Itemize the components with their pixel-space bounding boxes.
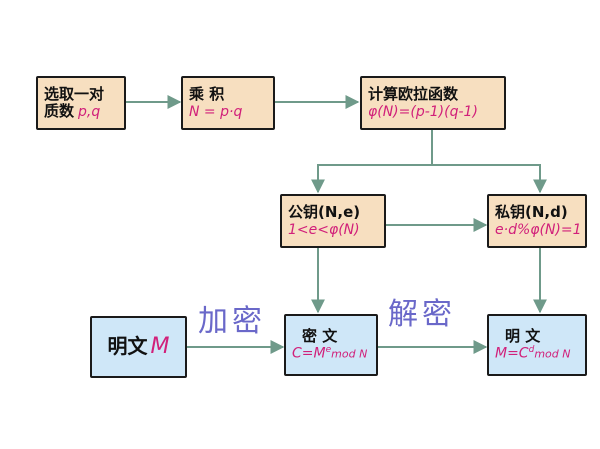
encrypt-label: 加密	[198, 304, 266, 339]
private-key-formula: e·d%φ(N)=1	[495, 221, 582, 238]
decrypt-label: 解密	[388, 297, 456, 332]
plaintext-output-formula: M=Cdmod N	[495, 345, 571, 362]
private-key-box: 私钥(N,d) e·d%φ(N)=1	[487, 194, 587, 248]
ciphertext-title: 密 文	[302, 327, 338, 345]
euler-function-formula: φ(N)=(p-1)(q-1)	[368, 103, 478, 120]
public-key-title: 公钥(N,e)	[288, 203, 361, 222]
ciphertext-formula: C=Memod N	[292, 345, 368, 362]
euler-function-box: 计算欧拉函数 φ(N)=(p-1)(q-1)	[360, 76, 506, 130]
public-key-box: 公钥(N,e) 1<e<φ(N)	[280, 194, 386, 248]
select-primes-line2: 质数	[44, 102, 75, 120]
arrow-euler-to-public-key	[311, 164, 432, 194]
plaintext-output-box: 明 文 M=Cdmod N	[487, 314, 587, 376]
select-primes-box: 选取一对 质数 p,q	[36, 76, 126, 130]
plaintext-input-formula: M	[150, 334, 170, 360]
product-box: 乘 积 N = p·q	[181, 76, 275, 130]
arrow-euler-to-private-key	[432, 164, 547, 194]
plaintext-input-title: 明文	[107, 334, 148, 359]
plaintext-input-box: 明文 M	[90, 316, 187, 378]
ciphertext-box: 密 文 C=Memod N	[284, 314, 378, 376]
product-title: 乘 积	[189, 85, 225, 104]
euler-function-title: 计算欧拉函数	[368, 85, 459, 104]
select-primes-title: 选取一对	[44, 84, 105, 103]
public-key-formula: 1<e<φ(N)	[288, 221, 360, 238]
private-key-title: 私钥(N,d)	[495, 203, 568, 222]
product-formula: N = p·q	[189, 103, 243, 120]
plaintext-output-title: 明 文	[505, 327, 541, 345]
select-primes-formula: p,q	[78, 104, 101, 120]
